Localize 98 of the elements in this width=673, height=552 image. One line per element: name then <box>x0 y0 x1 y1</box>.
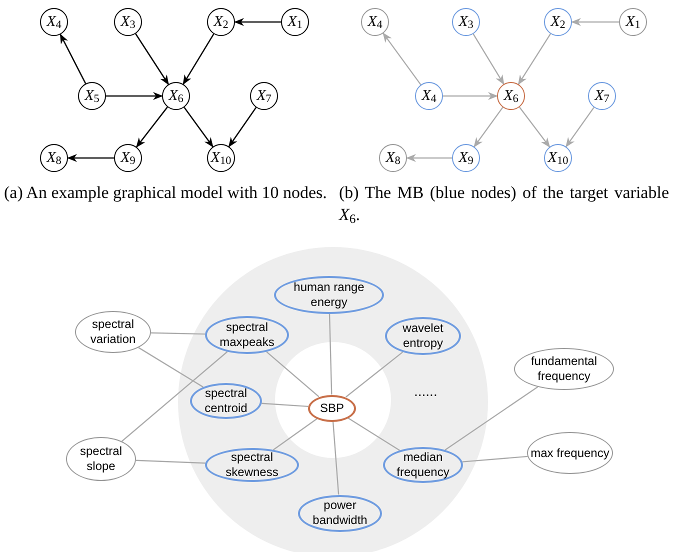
arrow <box>136 106 168 148</box>
arrow <box>382 32 422 86</box>
variable-circle <box>497 82 525 110</box>
arrow <box>228 107 257 148</box>
variable-circle <box>619 8 647 36</box>
node-label: spectral slope <box>78 444 124 474</box>
node-label: SBP <box>320 400 344 416</box>
node-label: spectral variation <box>89 317 137 347</box>
arrow <box>518 106 550 148</box>
node-label: X$_{7}$ <box>594 88 610 104</box>
node-label: max frequency <box>530 446 610 460</box>
feature-ellipse <box>274 276 384 314</box>
arrow <box>571 18 619 26</box>
connector-line <box>150 332 206 335</box>
node-label: wavelet entropy <box>402 321 444 351</box>
variable-circle <box>544 8 572 36</box>
node-label: X$_{1}$ <box>288 14 302 30</box>
variable-circle <box>40 8 68 36</box>
node-label: X$_{6}$ <box>168 88 184 104</box>
variable-circle <box>207 144 235 172</box>
node-label: X$_{2}$ <box>214 14 228 30</box>
connector-line <box>272 418 318 450</box>
connector-line <box>328 314 332 395</box>
node-label: X$_{4}$ <box>368 14 382 30</box>
connector-line <box>136 460 206 464</box>
arrow <box>60 34 86 84</box>
node-label: spectral skewness <box>224 450 280 480</box>
node-label: X$_{10}$ <box>548 150 568 166</box>
feature-ellipse <box>75 311 151 353</box>
node-label: human range energy <box>292 280 366 310</box>
variable-circle <box>361 8 389 36</box>
feature-ellipse <box>527 432 613 474</box>
feature-ellipse <box>514 348 614 390</box>
arrow <box>443 92 498 100</box>
arrow <box>518 34 551 86</box>
node-label: X$_{6}$ <box>504 88 518 104</box>
node-label: spectral maxpeaks <box>218 320 276 350</box>
feature-ellipse <box>190 383 262 419</box>
variable-circle <box>379 144 407 172</box>
node-label: power bandwidth <box>312 498 368 528</box>
arrow <box>406 154 452 162</box>
connector-line <box>348 418 400 451</box>
feature-ellipse <box>66 437 136 481</box>
connector-line <box>266 351 320 398</box>
node-label: X$_{4}$ <box>422 88 436 104</box>
node-label: X$_{10}$ <box>210 150 232 166</box>
arrow <box>182 34 214 85</box>
node-label: X$_{8}$ <box>386 150 400 166</box>
node-label: X$_{9}$ <box>120 150 136 166</box>
variable-circle <box>162 82 190 110</box>
arrow <box>472 34 504 85</box>
feature-ellipse <box>205 316 289 354</box>
variable-circle <box>40 144 68 172</box>
variable-circle <box>250 82 278 110</box>
node-label: X$_{9}$ <box>458 150 474 166</box>
node-label: X$_{7}$ <box>256 88 272 104</box>
feature-ellipse <box>385 317 461 355</box>
node-label: X$_{5}$ <box>84 88 100 104</box>
node-label: X$_{8}$ <box>46 150 62 166</box>
connector-line <box>138 347 204 388</box>
arrow <box>106 92 163 100</box>
feature-ellipse <box>383 447 463 483</box>
variable-circle <box>415 82 443 110</box>
variable-circle <box>588 82 616 110</box>
node-label: X$_{2}$ <box>550 14 566 30</box>
arrow <box>566 107 594 148</box>
node-label: X$_{1}$ <box>626 14 640 30</box>
node-label: median frequency <box>396 450 450 480</box>
caption: (a) An example graphical model with 10 nodes. <box>4 182 328 204</box>
variable-circle <box>544 144 572 172</box>
node-label: X$_{3}$ <box>120 14 136 30</box>
feature-ellipse <box>298 494 382 532</box>
variable-circle <box>114 8 142 36</box>
feature-ellipse <box>308 394 356 422</box>
node-label: X$_{3}$ <box>458 14 474 30</box>
connector-line <box>462 456 528 462</box>
connector-line <box>121 351 228 442</box>
variable-circle <box>114 144 142 172</box>
feature-ellipse <box>205 448 299 482</box>
variable-circle <box>78 82 106 110</box>
arrow <box>67 154 114 162</box>
caption: (b) The MB (blue nodes) of the target variable X$_{6}$. <box>339 182 669 226</box>
arrow <box>135 33 169 86</box>
node-label: X$_{4}$ <box>46 14 62 30</box>
connector-line <box>346 352 404 398</box>
variable-circle <box>207 8 235 36</box>
ellipsis-text: ...... <box>414 384 438 398</box>
variable-circle <box>281 8 309 36</box>
variable-circle <box>452 144 480 172</box>
arrow <box>234 18 281 26</box>
node-label: fundamental frequency <box>530 354 598 384</box>
connector-line <box>444 386 538 450</box>
connector-line <box>262 402 308 408</box>
variable-circle <box>452 8 480 36</box>
node-label: spectral centroid <box>204 386 248 416</box>
arrow <box>474 106 504 148</box>
connector-line <box>332 421 340 495</box>
arrow <box>184 106 214 148</box>
